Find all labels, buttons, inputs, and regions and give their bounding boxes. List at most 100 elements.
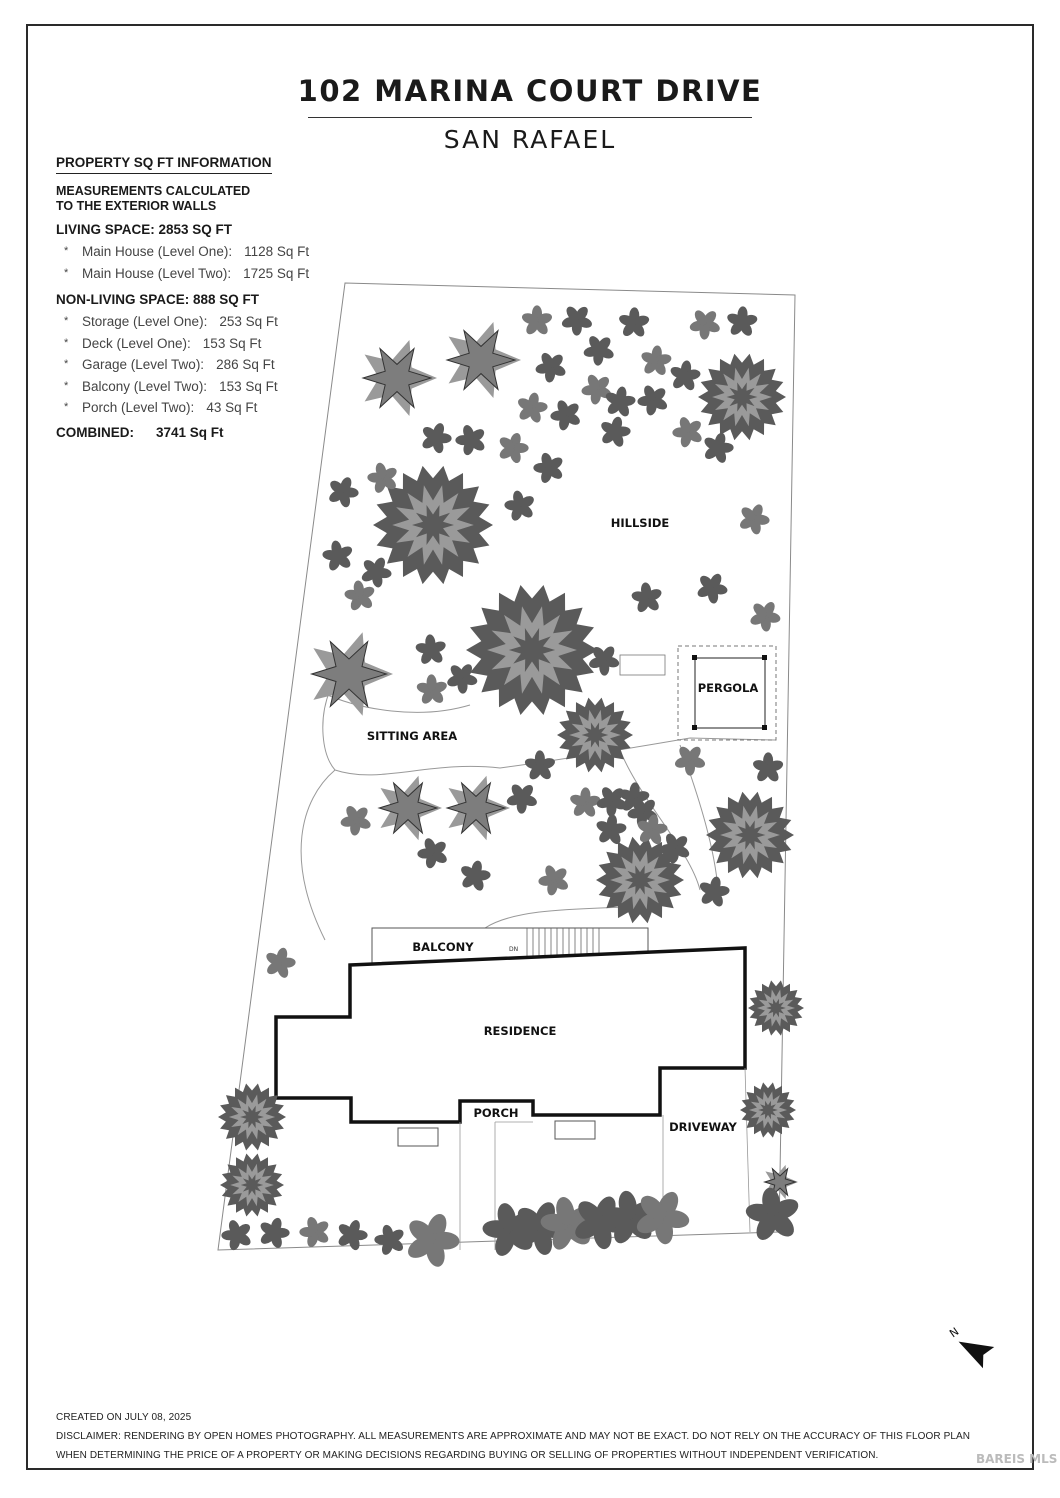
info-note-line2: TO THE EXTERIOR WALLS: [56, 199, 217, 213]
planter-box: [397, 1127, 439, 1147]
planter-box: [554, 1120, 596, 1140]
pergola-post: [762, 655, 767, 660]
page-subtitle: SAN RAFAEL: [443, 125, 617, 154]
item-label: Garage (Level Two):: [82, 357, 205, 372]
shrub-icon: [520, 305, 554, 337]
tree-icon: [706, 791, 794, 879]
large-trees: [218, 322, 804, 1217]
shrub-icon: [743, 594, 788, 638]
living-space-heading: LIVING SPACE: 2853 SQ FT: [56, 222, 233, 237]
shrub-icon: [395, 1203, 469, 1276]
shrub-icon: [592, 812, 630, 848]
shrub-icon: [439, 656, 485, 700]
bullet: *: [64, 336, 69, 349]
balcony-label: BALCONY: [412, 940, 474, 954]
list-item: * Deck (Level One): 153 Sq Ft: [64, 333, 356, 355]
item-value: 1128 Sq Ft: [244, 244, 310, 259]
pergola-outline: [677, 645, 777, 741]
shrub-icon: [724, 305, 760, 339]
info-note-line1: MEASUREMENTS CALCULATED: [56, 184, 251, 198]
item-label: Main House (Level One):: [82, 244, 233, 259]
shrub-icon: [498, 483, 542, 529]
pergola-label: PERGOLA: [698, 681, 759, 695]
pergola-post: [692, 725, 697, 730]
bullet: *: [64, 358, 69, 370]
list-item: * Porch (Level Two): 43 Sq Ft: [64, 397, 356, 419]
item-value: 153 Sq Ft: [219, 378, 278, 394]
shrub-icon: [682, 301, 728, 347]
footer: CREATED ON JULY 08, 2025 DISCLAIMER: REN…: [56, 1408, 1016, 1465]
disclaimer-line-1: DISCLAIMER: RENDERING BY OPEN HOMES PHOT…: [56, 1431, 971, 1442]
garden-path: [619, 749, 701, 891]
page-title: 102 MARINA COURT DRIVE: [297, 74, 763, 108]
pergola-post: [692, 655, 697, 660]
shrub-icon: [411, 669, 453, 711]
shrub-icon: [694, 873, 734, 911]
sqft-info-panel: PROPERTY SQ FT INFORMATION MEASUREMENTS …: [56, 154, 356, 440]
tree-icon: [748, 980, 804, 1036]
shrub-icon: [666, 358, 704, 394]
shrub-icon: [630, 377, 676, 423]
shrub-icon: [260, 943, 300, 983]
list-item: *Garage (Level Two):286 Sq Ft: [64, 354, 356, 376]
shrub-icon: [528, 344, 574, 390]
shrub-icon: [455, 857, 495, 895]
plant-icon: [309, 632, 393, 716]
item-label: Deck (Level One):: [82, 335, 191, 351]
shrub-icon: [595, 412, 635, 452]
tree-icon: [596, 836, 684, 924]
non-living-space-heading: NON-LIVING SPACE: 888 SQ FT: [56, 292, 260, 307]
disclaimer-line-2: WHEN DETERMINING THE PRICE OF A PROPERTY…: [56, 1450, 879, 1461]
sitting-area-label: SITTING AREA: [367, 729, 457, 743]
shrub-icon: [331, 1214, 373, 1256]
item-value: 153 Sq Ft: [202, 335, 262, 351]
item-label: Main House (Level Two):: [82, 265, 232, 281]
shrub-icon: [448, 417, 494, 463]
non-living-space-list: *Storage (Level One):253 Sq Ft * Deck (Le…: [64, 311, 356, 419]
pergola-structure: [694, 657, 766, 729]
property-boundary: [217, 282, 796, 1251]
garden-path: [322, 692, 471, 713]
bullet: *: [64, 315, 69, 327]
driveway-label: DRIVEWAY: [669, 1120, 737, 1134]
residence-walls: [274, 946, 747, 1124]
residence-label: RESIDENCE: [484, 1024, 557, 1038]
shrub-icon: [316, 534, 360, 578]
shrub-icon: [410, 628, 452, 672]
shrub-icon: [576, 327, 622, 373]
item-value: 253 Sq Ft: [219, 314, 278, 329]
shrub-icon: [519, 745, 561, 787]
shrub-icon: [543, 392, 589, 438]
pergola-post: [762, 725, 767, 730]
shrub-icon: [625, 576, 669, 620]
stair-down-marker: DN: [509, 946, 518, 953]
bullet: *: [64, 401, 69, 413]
shrub-icon: [638, 343, 674, 379]
north-arrow-icon: [958, 1341, 995, 1369]
tree-icon: [373, 465, 493, 585]
list-item: *Main House (Level Two):1725 Sq Ft: [64, 263, 356, 285]
shrub-icon: [214, 1212, 260, 1258]
list-item: *Balcony (Level Two):153 Sq Ft: [64, 376, 356, 398]
plant-icon: [361, 340, 437, 416]
tree-icon: [557, 697, 633, 773]
shrub-icon: [499, 775, 545, 821]
created-date: CREATED ON JULY 08, 2025: [56, 1412, 192, 1423]
bullet: *: [64, 245, 69, 257]
combined-label: COMBINED:: [56, 424, 134, 440]
list-item: * Main House (Level One): 1128 Sq Ft: [64, 241, 356, 263]
shrub-icon: [531, 857, 577, 903]
shrub-icon: [554, 297, 600, 343]
item-label: Porch (Level Two):: [82, 400, 195, 415]
tree-icon: [466, 585, 598, 715]
list-item: *Storage (Level One):253 Sq Ft: [64, 311, 356, 333]
shrub-icon: [526, 445, 572, 491]
garden-path: [334, 737, 776, 776]
shrub-icon: [321, 471, 365, 513]
living-space-list: * Main House (Level One): 1128 Sq Ft *Main…: [64, 241, 356, 284]
plant-icon: [445, 775, 510, 841]
info-heading: PROPERTY SQ FT INFORMATION: [56, 155, 272, 174]
item-value: 43 Sq Ft: [206, 400, 258, 415]
shrub-icon: [367, 1217, 413, 1263]
